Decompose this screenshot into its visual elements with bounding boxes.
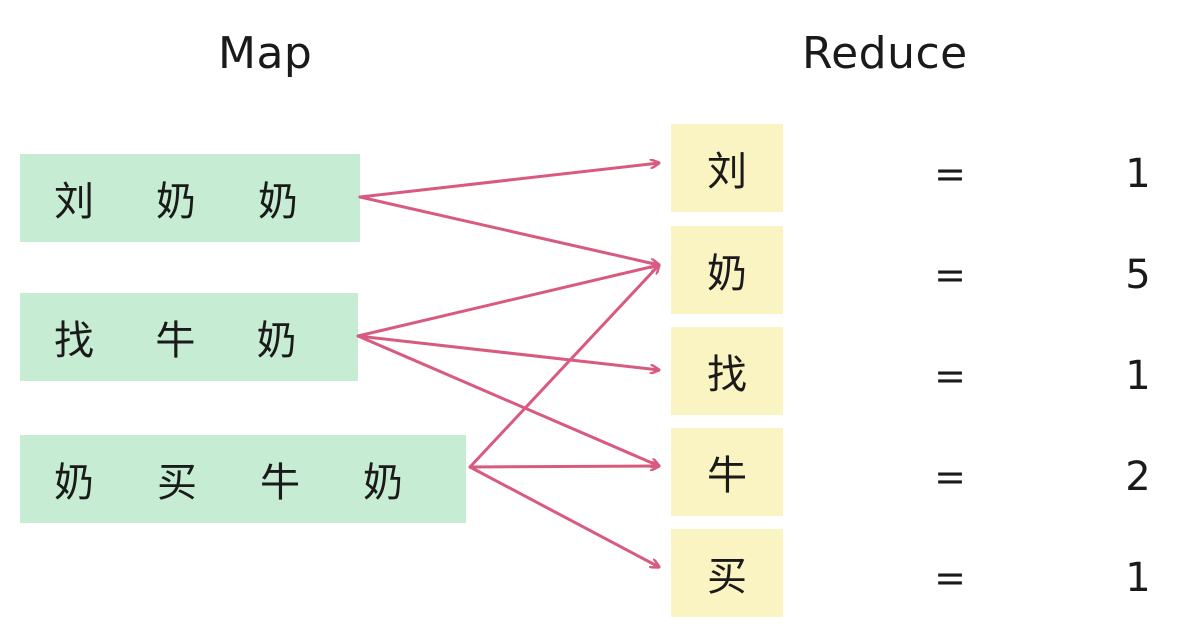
equals-sign: = xyxy=(934,556,966,600)
map-token: 买 xyxy=(157,460,197,506)
reduce-count-1: 1 xyxy=(1125,151,1151,197)
reduce-key-2: 奶 xyxy=(671,226,783,314)
map-token: 牛 xyxy=(155,318,196,364)
connection-arrow xyxy=(468,466,661,467)
map-header: Map xyxy=(218,28,313,79)
reduce-count-2: 5 xyxy=(1125,252,1151,298)
map-row-3: 奶 买 牛 奶 xyxy=(20,435,466,523)
map-token: 奶 xyxy=(363,460,403,506)
map-token: 奶 xyxy=(156,179,196,225)
map-token: 找 xyxy=(54,318,94,364)
reduce-key-4: 牛 xyxy=(671,428,783,516)
reduce-count-4: 2 xyxy=(1125,454,1151,500)
reduce-count-3: 1 xyxy=(1125,353,1151,399)
connection-arrow xyxy=(356,265,659,338)
equals-sign: = xyxy=(934,455,966,499)
connection-arrow xyxy=(358,163,659,199)
map-token: 奶 xyxy=(258,179,298,225)
reduce-key-3: 找 xyxy=(671,327,783,415)
map-token: 刘 xyxy=(54,179,94,225)
connection-arrow xyxy=(356,334,659,370)
equals-sign: = xyxy=(934,152,966,196)
reduce-key-5: 买 xyxy=(671,529,783,617)
reduce-key-1: 刘 xyxy=(671,124,783,212)
map-row-2: 找 牛 奶 xyxy=(20,293,358,381)
map-token: 牛 xyxy=(260,460,300,506)
map-row-1: 刘 奶 奶 xyxy=(20,154,360,242)
connection-arrow xyxy=(468,265,659,469)
connection-arrow xyxy=(468,465,659,567)
connection-arrow xyxy=(358,195,659,265)
map-token: 奶 xyxy=(54,460,94,506)
equals-sign: = xyxy=(934,253,966,297)
map-token: 奶 xyxy=(256,318,297,364)
reduce-count-5: 1 xyxy=(1125,555,1151,601)
equals-sign: = xyxy=(934,354,966,398)
reduce-header: Reduce xyxy=(802,28,968,79)
